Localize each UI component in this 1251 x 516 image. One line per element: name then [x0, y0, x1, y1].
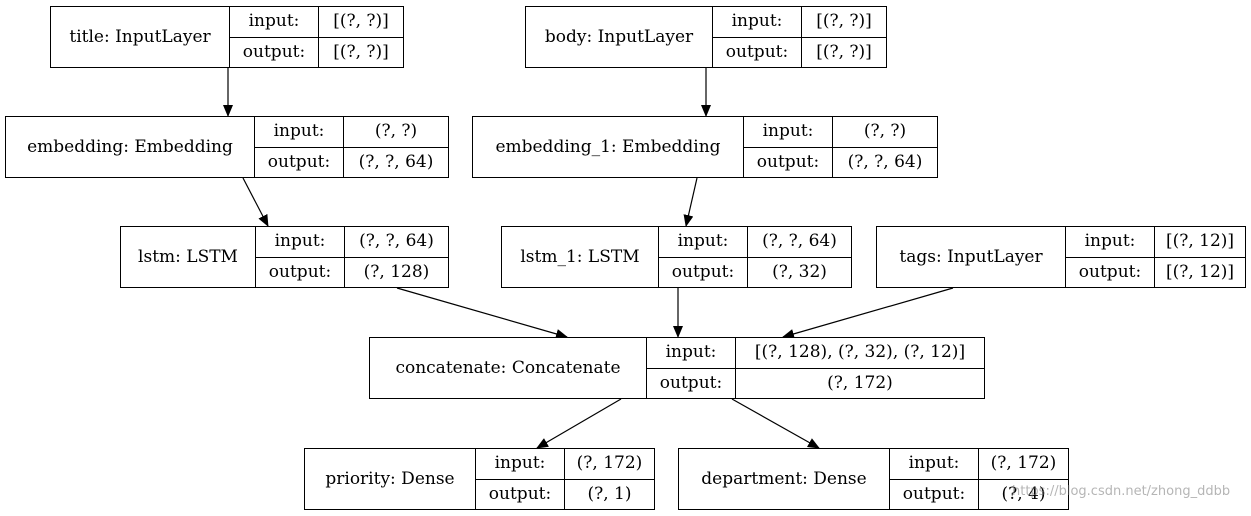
input-shape: [(?, 128), (?, 32), (?, 12)] — [735, 337, 985, 369]
input-label: input: — [889, 448, 979, 480]
input-shape: [(?, 12)] — [1154, 226, 1246, 258]
input-shape: (?, ?) — [832, 116, 938, 148]
input-shape: (?, ?, 64) — [747, 226, 852, 258]
output-shape: (?, 128) — [344, 256, 449, 288]
input-label: input: — [658, 226, 748, 258]
node-lstm-1: lstm_1: LSTM input: (?, ?, 64) output: (… — [501, 226, 852, 288]
input-shape: [(?, ?)] — [801, 6, 887, 38]
output-label: output: — [743, 146, 833, 178]
node-embedding: embedding: Embedding input: (?, ?) outpu… — [5, 116, 449, 178]
output-shape: [(?, ?)] — [318, 36, 404, 68]
output-label: output: — [646, 367, 736, 399]
input-label: input: — [712, 6, 802, 38]
node-name: embedding: Embedding — [5, 116, 255, 178]
node-name: lstm: LSTM — [120, 226, 256, 288]
node-name: body: InputLayer — [525, 6, 713, 68]
node-name: department: Dense — [678, 448, 890, 510]
output-shape: [(?, ?)] — [801, 36, 887, 68]
output-label: output: — [712, 36, 802, 68]
node-lstm: lstm: LSTM input: (?, ?, 64) output: (?,… — [120, 226, 449, 288]
watermark: https://blog.csdn.net/zhong_ddbb — [1012, 484, 1231, 499]
output-shape: (?, 4) — [978, 478, 1069, 510]
node-embedding-1: embedding_1: Embedding input: (?, ?) out… — [472, 116, 938, 178]
input-shape: [(?, ?)] — [318, 6, 404, 38]
edge-concatenate-to-priority — [536, 398, 622, 449]
node-body-inputlayer: body: InputLayer input: [(?, ?)] output:… — [525, 6, 887, 68]
node-tags-inputlayer: tags: InputLayer input: [(?, 12)] output… — [876, 226, 1246, 288]
edges-layer — [223, 68, 954, 449]
node-name: concatenate: Concatenate — [369, 337, 647, 399]
edge-lstm-to-concatenate — [396, 287, 568, 339]
node-department-dense: department: Dense input: (?, 172) output… — [678, 448, 1069, 510]
output-shape: (?, ?, 64) — [832, 146, 938, 178]
node-name: tags: InputLayer — [876, 226, 1066, 288]
node-priority-dense: priority: Dense input: (?, 172) output: … — [304, 448, 655, 510]
input-shape: (?, ?) — [343, 116, 449, 148]
input-label: input: — [255, 226, 345, 258]
node-name: embedding_1: Embedding — [472, 116, 744, 178]
input-shape: (?, ?, 64) — [344, 226, 449, 258]
output-label: output: — [658, 256, 748, 288]
input-shape: (?, 172) — [564, 448, 655, 480]
output-shape: (?, 172) — [735, 367, 985, 399]
input-label: input: — [1065, 226, 1155, 258]
input-shape: (?, 172) — [978, 448, 1069, 480]
edge-embedding-to-lstm — [242, 177, 269, 227]
node-name: lstm_1: LSTM — [501, 226, 659, 288]
input-label: input: — [646, 337, 736, 369]
edge-embedding-1-to-lstm-1 — [683, 177, 698, 227]
node-name: priority: Dense — [304, 448, 476, 510]
node-concatenate: concatenate: Concatenate input: [(?, 128… — [369, 337, 985, 399]
output-label: output: — [889, 478, 979, 510]
input-label: input: — [254, 116, 344, 148]
node-title-inputlayer: title: InputLayer input: [(?, ?)] output… — [50, 6, 404, 68]
node-name: title: InputLayer — [50, 6, 230, 68]
output-label: output: — [1065, 256, 1155, 288]
output-shape: [(?, 12)] — [1154, 256, 1246, 288]
output-label: output: — [229, 36, 319, 68]
input-label: input: — [229, 6, 319, 38]
output-shape: (?, ?, 64) — [343, 146, 449, 178]
output-label: output: — [475, 478, 565, 510]
output-shape: (?, 32) — [747, 256, 852, 288]
input-label: input: — [475, 448, 565, 480]
input-label: input: — [743, 116, 833, 148]
edge-tags-to-concatenate — [782, 287, 954, 339]
output-label: output: — [254, 146, 344, 178]
output-label: output: — [255, 256, 345, 288]
output-shape: (?, 1) — [564, 478, 655, 510]
edge-concatenate-to-department — [731, 398, 820, 449]
